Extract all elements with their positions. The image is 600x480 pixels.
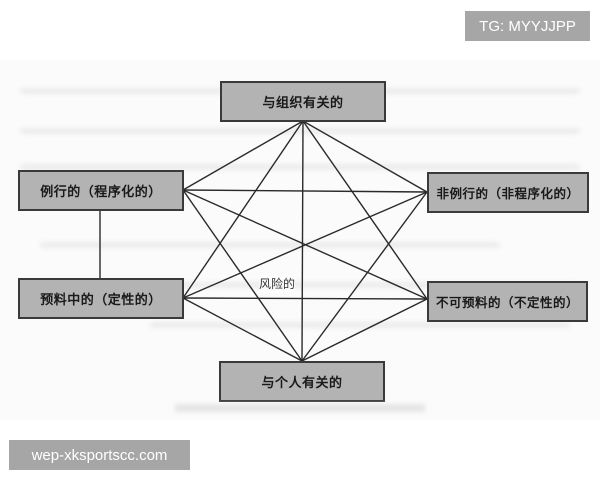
edge-left-upper-right-upper [182,189,428,193]
node-label: 与组织有关的 [262,96,344,111]
watermark-badge-top-right: TG: MYYJJPP [465,11,590,41]
node-label: 预料中的（定性的） [40,293,162,308]
node-label: 不可预料的（不定性的） [435,295,579,310]
edge-left-lower-right-upper [182,191,428,299]
edge-top-left-upper [182,120,304,191]
faint-background-text [20,164,580,170]
edge-top-left-lower [182,120,304,299]
edge-top-right-lower [302,120,428,300]
node-unexpected-indeterminate: 不可预料的（不定性的） [427,281,588,322]
faint-background-text [20,282,580,288]
node-label: 非例行的（非程序化的） [436,186,580,201]
node-organization-related: 与组织有关的 [220,81,386,122]
faint-background-text [20,128,580,134]
edge-top-bottom [301,120,304,362]
edge-bottom-right-lower [301,298,428,362]
faint-background-text [40,242,500,248]
edge-left-lower-right-lower [182,297,428,300]
faint-figure-caption [175,404,425,412]
node-label: 例行的（程序化的） [40,185,162,200]
faint-background-text [150,322,570,328]
edge-bottom-left-lower [182,297,303,362]
center-label-risk: 风险的 [259,275,296,292]
edge-top-right-upper [302,120,428,193]
node-routine-programmed: 例行的（程序化的） [18,170,184,211]
watermark-badge-bottom-left: wep-xksportscc.com [9,440,190,470]
edge-bottom-left-upper [182,189,303,362]
edge-bottom-right-upper [301,191,428,362]
node-individual-related: 与个人有关的 [219,361,385,402]
node-nonroutine-nonprogrammed: 非例行的（非程序化的） [427,172,589,213]
node-label: 与个人有关的 [261,376,343,391]
node-expected-determinate: 预料中的（定性的） [18,278,184,319]
